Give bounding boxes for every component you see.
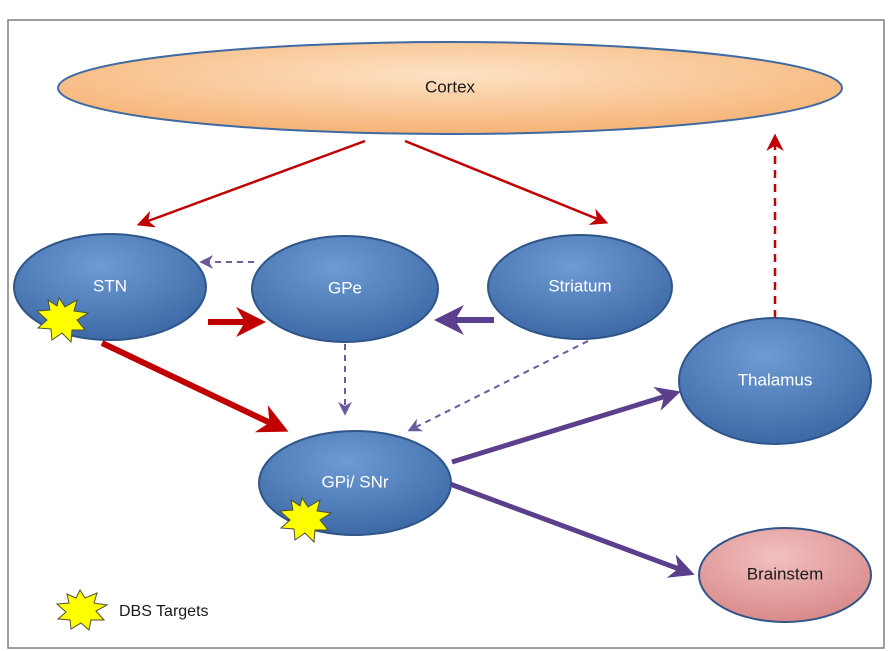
edge-gpi-to-brainstem [449, 481, 695, 578]
edge-gpi-to-thalamus [451, 386, 681, 465]
node-thalamus: Thalamus [678, 317, 872, 445]
node-stn-label: STN [93, 276, 127, 295]
node-cortex-label: Cortex [425, 77, 476, 96]
legend-dbs-targets-label: DBS Targets [119, 603, 209, 620]
legend: DBS Targets [55, 588, 209, 631]
node-gpe: GPe [251, 235, 439, 343]
node-brainstem-label: Brainstem [747, 564, 824, 583]
node-gpe-label: GPe [328, 278, 362, 297]
edge-stn-to-gpi [100, 340, 289, 433]
node-cortex: Cortex [57, 41, 843, 135]
node-striatum: Striatum [487, 234, 673, 340]
node-gpi-snr: GPi/ SNr [258, 430, 452, 536]
edge-cortex-to-stn [136, 139, 366, 228]
node-thalamus-label: Thalamus [738, 370, 813, 389]
dbs-target-gpi-snr-icon [278, 496, 333, 544]
edge-cortex-to-striatum [404, 139, 609, 225]
dbs-target-stn-icon [35, 296, 90, 344]
legend-dbs-target-icon [55, 588, 109, 631]
node-striatum-label: Striatum [548, 276, 611, 295]
node-gpi-snr-label: GPi/ SNr [321, 472, 388, 491]
edge-striatum-to-gpi [407, 340, 589, 432]
node-brainstem: Brainstem [698, 527, 872, 623]
